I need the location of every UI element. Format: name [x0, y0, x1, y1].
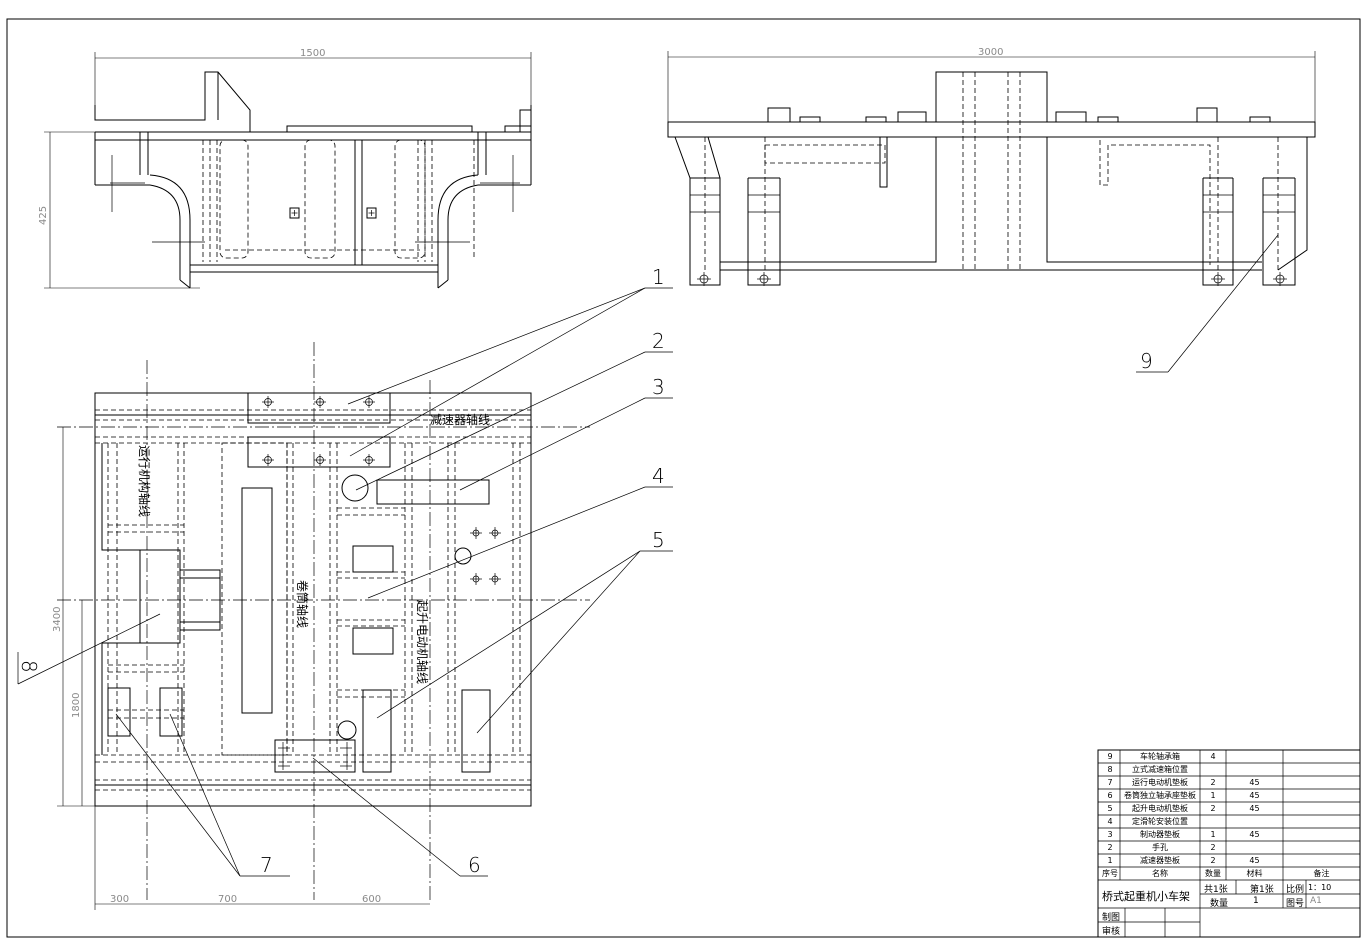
table-cell-material: 45 — [1249, 791, 1260, 800]
parts-table-header: 序号 名称 数量 材料 备注 — [1098, 867, 1360, 880]
wheel-bolt-icon — [697, 272, 1287, 286]
table-row: 3 制动器垫板 1 45 — [1098, 828, 1360, 841]
table-cell-no: 7 — [1107, 778, 1113, 787]
table-cell-name: 手孔 — [1152, 843, 1168, 852]
callout-6: 6 — [468, 853, 481, 877]
dim-700: 700 — [218, 894, 237, 905]
table-cell-no: 2 — [1107, 843, 1113, 852]
table-cell-name: 定滑轮安装位置 — [1132, 817, 1188, 826]
drawing-no-label: 图号 — [1286, 899, 1305, 909]
table-row: 2 手孔 2 — [1098, 841, 1360, 854]
table-cell-name: 卷筒独立轴承座垫板 — [1124, 791, 1196, 800]
header-material: 材料 — [1246, 869, 1263, 878]
table-cell-no: 8 — [1107, 765, 1113, 774]
dim-600: 600 — [362, 894, 381, 905]
drawing-title: 桥式起重机小车架 — [1102, 890, 1190, 903]
table-cell-name: 起升电动机垫板 — [1132, 804, 1188, 813]
plan-view: 减速器轴线 运行机构轴线 卷筒轴线 起升电动机轴线 3400 1800 300 … — [52, 342, 590, 910]
table-cell-qty: 4 — [1210, 752, 1216, 761]
table-cell-no: 5 — [1107, 804, 1113, 813]
drawing-no-value: A1 — [1310, 896, 1322, 906]
table-cell-name: 制动器垫板 — [1140, 830, 1180, 839]
header-no: 序号 — [1102, 869, 1118, 878]
table-cell-name: 车轮轴承箱 — [1140, 752, 1180, 761]
callout-5: 5 — [652, 528, 665, 552]
table-cell-qty: 2 — [1210, 856, 1216, 865]
callout-3: 3 — [652, 375, 665, 399]
table-cell-qty: 2 — [1210, 804, 1216, 813]
callout-8: 8 — [17, 660, 41, 673]
drawing-frame — [6, 18, 1361, 938]
dim-1800: 1800 — [71, 693, 82, 718]
table-row: 4 定滑轮安装位置 — [1098, 815, 1360, 828]
table-cell-material: 45 — [1249, 830, 1260, 839]
callout-9: 9 — [1140, 349, 1153, 373]
qty-label: 数量 — [1210, 899, 1229, 909]
table-row: 8 立式减速箱位置 — [1098, 763, 1360, 776]
header-qty: 数量 — [1205, 869, 1221, 878]
callouts: 1 2 3 4 5 6 7 8 9 — [17, 234, 1279, 877]
dim-300: 300 — [110, 894, 129, 905]
table-cell-name: 运行电动机垫板 — [1132, 778, 1188, 787]
side-view: 3000 — [667, 47, 1316, 286]
table-cell-qty: 1 — [1210, 791, 1216, 800]
pulley-bolt-icon — [470, 527, 501, 585]
header-name: 名称 — [1152, 869, 1168, 878]
table-cell-qty: 2 — [1210, 843, 1216, 852]
drum-axis-label: 卷筒轴线 — [295, 580, 310, 628]
table-cell-qty: 1 — [1210, 830, 1216, 839]
travel-axis-label: 运行机构轴线 — [137, 445, 152, 517]
table-cell-no: 4 — [1107, 817, 1113, 826]
sheet-no: 第1张 — [1250, 885, 1274, 895]
table-row: 6 卷筒独立轴承座垫板 1 45 — [1098, 789, 1360, 802]
table-row: 1 减速器垫板 2 45 — [1098, 854, 1360, 867]
table-cell-no: 9 — [1107, 752, 1113, 761]
dim-3000: 3000 — [978, 47, 1003, 58]
scale-label: 比例 — [1286, 885, 1305, 895]
drawn-by: 制图 — [1102, 913, 1121, 923]
bolt-hole-icon — [262, 396, 375, 466]
table-row: 9 车轮轴承箱 4 — [1098, 750, 1360, 763]
hoist-motor-axis-label: 起升电动机轴线 — [415, 600, 430, 684]
hand-hole-icon — [341, 474, 369, 502]
table-cell-name: 立式减速箱位置 — [1132, 765, 1188, 774]
parts-table — [1097, 749, 1361, 938]
dim-425: 425 — [38, 206, 49, 225]
table-cell-no: 3 — [1107, 830, 1113, 839]
callout-4: 4 — [652, 464, 665, 488]
scale-value: 1：10 — [1308, 883, 1332, 892]
qty-value: 1 — [1253, 896, 1259, 906]
dim-3400: 3400 — [52, 607, 63, 632]
header-remark: 备注 — [1313, 869, 1330, 878]
table-cell-no: 1 — [1107, 856, 1113, 865]
callout-7: 7 — [260, 853, 273, 877]
table-cell-material: 45 — [1249, 778, 1260, 787]
table-cell-no: 6 — [1107, 791, 1113, 800]
table-row: 7 运行电动机垫板 2 45 — [1098, 776, 1360, 789]
title-block: 桥式起重机小车架 共1张 第1张 比例 1：10 数量 1 图号 A1 制图 审… — [1098, 880, 1360, 937]
callout-1: 1 — [652, 265, 665, 289]
table-cell-qty: 2 — [1210, 778, 1216, 787]
callout-2: 2 — [652, 329, 665, 353]
table-row: 5 起升电动机垫板 2 45 — [1098, 802, 1360, 815]
front-view: 1500 425 — [38, 48, 532, 289]
checked-by: 审核 — [1102, 927, 1121, 937]
total-sheets: 共1张 — [1204, 885, 1228, 895]
table-cell-name: 减速器垫板 — [1140, 856, 1180, 865]
table-cell-material: 45 — [1249, 856, 1260, 865]
dim-1500: 1500 — [300, 48, 325, 59]
table-cell-material: 45 — [1249, 804, 1260, 813]
reducer-axis-label: 减速器轴线 — [430, 412, 490, 427]
bearing-bolt-icon — [278, 742, 352, 770]
